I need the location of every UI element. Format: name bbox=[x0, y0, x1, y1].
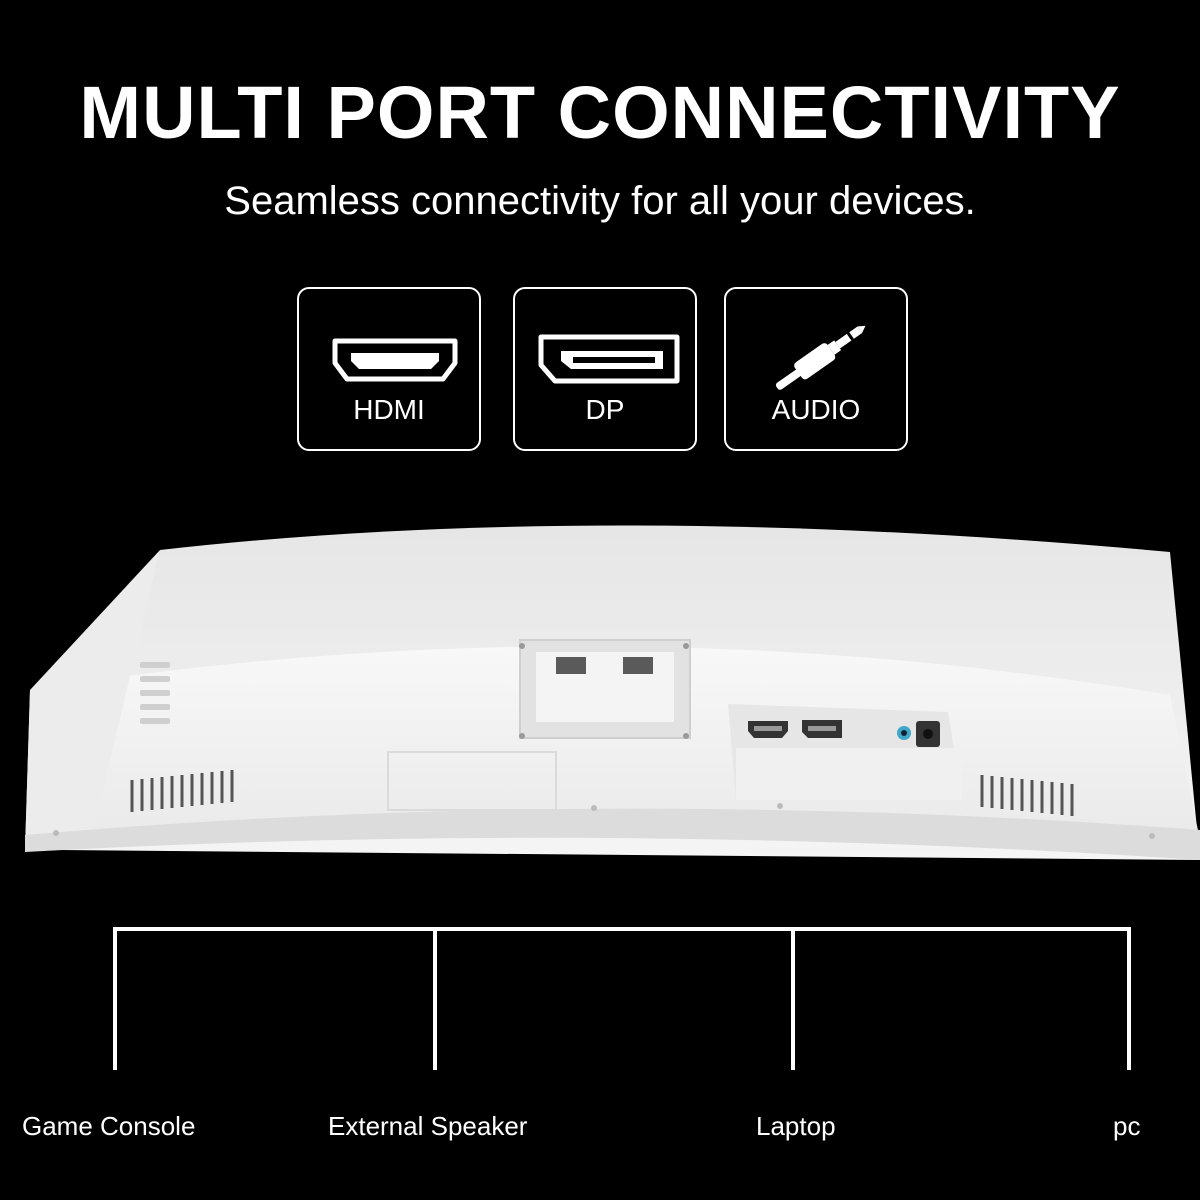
page-title: MULTI PORT CONNECTIVITY bbox=[79, 71, 1121, 154]
device-label-external-speaker: External Speaker bbox=[328, 1111, 528, 1141]
hdmi-port-icon bbox=[332, 338, 458, 382]
io-panel bbox=[728, 704, 962, 800]
port-label-dp: DP bbox=[585, 394, 625, 425]
device-label-game-console: Game Console bbox=[22, 1111, 196, 1141]
port-card-dp: DP bbox=[513, 287, 697, 451]
port-label-audio: AUDIO bbox=[771, 394, 861, 425]
page-subtitle: Seamless connectivity for all your devic… bbox=[224, 179, 976, 223]
port-label-hdmi: HDMI bbox=[353, 394, 425, 425]
left-vent bbox=[130, 770, 234, 812]
port-card-hdmi: HDMI bbox=[297, 287, 481, 451]
device-label-pc: pc bbox=[1113, 1111, 1141, 1141]
port-card-audio: AUDIO bbox=[724, 287, 908, 451]
right-vent bbox=[980, 775, 1074, 816]
audio-jack-icon bbox=[775, 325, 866, 390]
vesa-mount bbox=[519, 639, 691, 739]
monitor-rear-illustration bbox=[25, 525, 1200, 860]
device-label-laptop: Laptop bbox=[756, 1111, 836, 1141]
displayport-icon bbox=[538, 334, 680, 384]
control-buttons bbox=[140, 662, 170, 724]
